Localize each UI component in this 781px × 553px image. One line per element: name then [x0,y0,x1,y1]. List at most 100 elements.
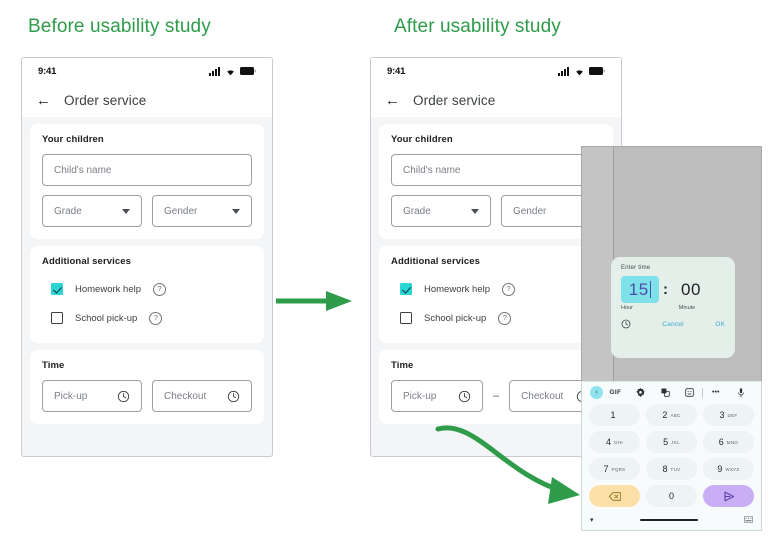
cancel-button[interactable]: Cancel [662,320,684,328]
gender-placeholder: Gender [164,205,198,217]
grade-placeholder: Grade [54,205,82,217]
checkbox-label-homework: Homework help [424,283,490,295]
checkbox-row-homework[interactable]: Homework help ? [400,276,601,302]
signal-icon [558,66,569,76]
checkbox-row-pickup[interactable]: School pick-up ? [400,305,601,331]
dialog-title: Enter time [621,265,651,271]
grade-select[interactable]: Grade [42,195,142,227]
key-letters: JKL [671,439,680,445]
checkbox-homework[interactable] [400,283,412,295]
pickup-placeholder: Pick-up [54,390,88,402]
question-mark-icon[interactable]: ? [498,311,512,325]
page-title: Order service [413,93,496,108]
key-2[interactable]: 2 ABC [646,404,697,426]
checkout-placeholder: Checkout [164,390,207,402]
hour-value: 15 [628,279,649,299]
key-letters: ABC [670,412,681,418]
pickup-time-input[interactable]: Pick-up [42,380,142,412]
clock-icon[interactable] [458,390,471,403]
minute-input[interactable]: 00 [672,280,710,300]
checkbox-label-pickup: School pick-up [75,312,138,324]
expand-chip-icon[interactable]: ‹ [590,386,603,399]
time-range-separator: – [492,390,500,402]
keypad-row: 7 PQRS 8 TUV 9 WXYZ [589,458,754,480]
checkbox-row-homework[interactable]: Homework help ? [51,276,252,302]
wifi-icon [576,69,583,75]
checkout-time-input[interactable]: Checkout [152,380,252,412]
card-additional-services: Additional services Homework help ? Scho… [379,246,613,343]
clock-icon[interactable] [117,390,130,403]
card-label-services: Additional services [42,256,132,267]
translate-icon[interactable] [653,388,678,397]
gif-icon[interactable]: GIF [609,389,622,396]
grade-gender-row: Grade Gender [391,195,601,227]
backspace-icon [608,491,621,501]
backspace-key[interactable] [589,485,640,507]
sticker-icon[interactable] [677,388,702,397]
keyboard-bottom-bar: ▾ [582,512,761,528]
back-arrow-icon[interactable]: ← [385,92,400,109]
card-label-children: Your children [42,134,104,145]
ok-button[interactable]: OK [715,320,725,328]
question-mark-icon[interactable]: ? [153,282,166,296]
status-bar: 9:41 [22,58,272,84]
key-letters: PQRS [611,466,626,472]
key-5[interactable]: 5 JKL [646,431,697,453]
key-1[interactable]: 1 [589,404,640,426]
key-letters: DEF [727,412,738,418]
mic-icon[interactable] [728,387,753,398]
key-3[interactable]: 3 DEF [703,404,754,426]
wifi-icon [227,69,234,75]
key-letters: WXYZ [725,466,740,472]
grade-gender-row: Grade Gender [42,195,252,227]
straight-green-arrow [276,291,352,311]
hour-input[interactable]: 15 [621,276,659,303]
battery-icon [240,67,256,75]
checkbox-row-pickup[interactable]: School pick-up ? [51,305,252,331]
pickup-time-input[interactable]: Pick-up [391,380,483,412]
keypad-grid: 1 2 ABC 3 DEF 4 GHI 5 J [582,403,761,507]
key-6[interactable]: 6 MNO [703,431,754,453]
zero-key[interactable]: 0 [646,485,697,507]
key-digit: 5 [663,437,669,447]
key-9[interactable]: 9 WXYZ [703,458,754,480]
child-name-input[interactable]: Child's name [391,154,601,186]
more-icon[interactable]: ••• [712,389,720,396]
checkbox-school-pickup[interactable] [400,312,412,324]
key-4[interactable]: 4 GHI [589,431,640,453]
key-digit: 3 [719,410,725,420]
dialog-actions: Cancel OK [621,319,725,329]
keypad-row: 1 2 ABC 3 DEF [589,404,754,426]
child-name-input[interactable]: Child's name [42,154,252,186]
checkbox-homework[interactable] [51,283,63,295]
card-label-services: Additional services [391,256,481,267]
clock-icon[interactable] [621,319,631,329]
time-colon: : [663,280,668,298]
key-7[interactable]: 7 PQRS [589,458,640,480]
status-time: 9:41 [387,65,406,77]
key-digit: 8 [662,464,668,474]
checkbox-school-pickup[interactable] [51,312,63,324]
child-name-placeholder: Child's name [403,164,461,176]
child-name-placeholder: Child's name [54,164,112,176]
question-mark-icon[interactable]: ? [149,311,163,325]
key-letters: GHI [614,439,623,445]
gear-icon[interactable] [628,388,653,397]
enter-key[interactable] [703,485,754,507]
home-indicator [639,518,698,522]
back-arrow-icon[interactable]: ← [36,92,51,109]
grade-select[interactable]: Grade [391,195,491,227]
checkbox-label-pickup: School pick-up [424,312,487,324]
question-mark-icon[interactable]: ? [502,282,515,296]
keyboard-icon[interactable] [743,515,754,525]
card-your-children: Your children Child's name Grade Gender [30,124,264,239]
clock-icon[interactable] [227,390,240,403]
chevron-down-icon[interactable]: ▾ [590,517,594,524]
chevron-down-icon [122,208,130,214]
status-bar: 9:41 [371,58,621,84]
key-digit: 6 [718,437,724,447]
gender-select[interactable]: Gender [152,195,252,227]
key-8[interactable]: 8 TUV [646,458,697,480]
checkbox-label-homework: Homework help [75,283,141,295]
